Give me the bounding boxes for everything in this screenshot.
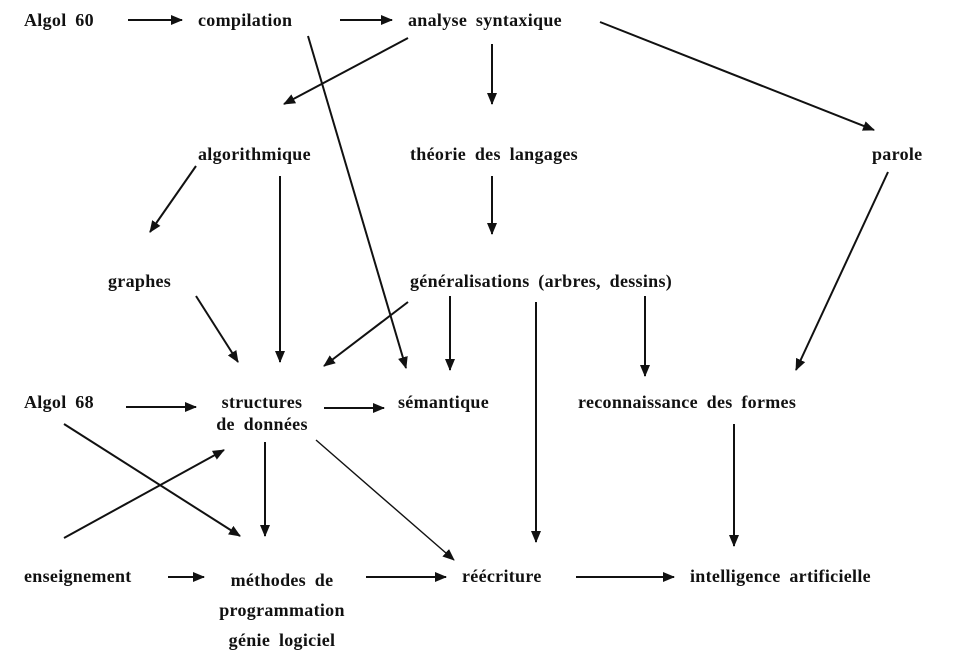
node-enseignement: enseignement xyxy=(24,566,132,586)
node-generalisations: généralisations (arbres, dessins) xyxy=(410,271,673,291)
edge-generalisations-structures xyxy=(323,301,409,367)
node-methodes-de-programmation: méthodes de programmation génie logiciel xyxy=(200,565,364,655)
node-semantique: sémantique xyxy=(398,392,490,412)
edge-algol68-methodes xyxy=(63,423,241,537)
edge-graphes-structures xyxy=(195,295,239,363)
node-theorie-des-langages: théorie des langages xyxy=(410,144,578,164)
methodes-line-3: génie logiciel xyxy=(228,630,336,650)
node-analyse-syntaxique: analyse syntaxique xyxy=(408,10,562,30)
node-graphes: graphes xyxy=(108,271,172,291)
edge-analyse-algorithmique xyxy=(283,37,409,105)
node-compilation: compilation xyxy=(198,10,293,30)
edge-parole-reconnaissance xyxy=(795,171,889,371)
node-structures-de-donnees: structures de données xyxy=(200,391,324,435)
edge-analyse-parole xyxy=(599,21,875,131)
node-algol-68: Algol 68 xyxy=(24,392,94,412)
edge-compilation-semantique xyxy=(307,35,408,369)
structures-line-2: de données xyxy=(216,414,308,434)
node-reecriture: réécriture xyxy=(462,566,542,586)
node-parole: parole xyxy=(872,144,923,164)
methodes-line-1: méthodes de xyxy=(230,570,334,590)
edge-structures-reecriture xyxy=(315,439,455,561)
node-algorithmique: algorithmique xyxy=(198,144,311,164)
edge-enseignement-structures xyxy=(63,449,225,539)
edge-algorithmique-graphes xyxy=(149,165,197,233)
node-intelligence-artificielle: intelligence artificielle xyxy=(690,566,871,586)
structures-line-1: structures xyxy=(221,392,303,412)
methodes-line-2: programmation xyxy=(219,600,345,620)
node-algol-60: Algol 60 xyxy=(24,10,94,30)
node-reconnaissance-des-formes: reconnaissance des formes xyxy=(578,392,797,412)
